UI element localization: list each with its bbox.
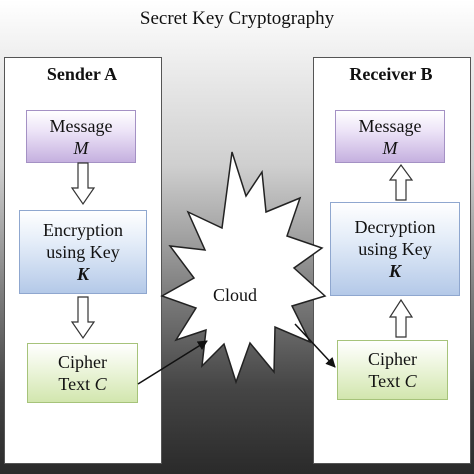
receiver-message-box: Message M [335, 110, 445, 163]
receiver-cipher-line2: Text C [368, 370, 416, 392]
arrow-cipher-to-cloud [137, 340, 208, 385]
diagram-title: Secret Key Cryptography [139, 8, 335, 29]
receiver-cipher-var: C [404, 371, 417, 391]
receiver-decryption-line1: Decryption [354, 217, 436, 237]
sender-encryption-box: Encryption using Key K [19, 210, 147, 294]
receiver-decryption-key: K [388, 261, 401, 281]
receiver-cipher-box: Cipher Text C [337, 340, 448, 400]
sender-encryption-line2: using Key [46, 242, 120, 262]
arrow-cloud-to-cipher [294, 323, 336, 368]
cloud-label: Cloud [213, 285, 258, 305]
sender-cipher-text: Text [58, 374, 95, 394]
sender-title: Sender A [46, 64, 118, 84]
sender-cipher-line1: Cipher [58, 352, 107, 372]
sender-cipher-line2: Text C [58, 373, 106, 395]
sender-cipher-var: C [94, 374, 107, 394]
sender-message-box: Message M [26, 110, 136, 163]
sender-cipher-box: Cipher Text C [27, 343, 138, 403]
receiver-arrow-cipher-to-decryption [388, 298, 414, 338]
sender-encryption-line1: Encryption [43, 220, 123, 240]
receiver-message-var: M [382, 137, 398, 158]
receiver-message-label: Message [358, 115, 422, 136]
receiver-decryption-line2: using Key [358, 239, 432, 259]
sender-encryption-key: K [76, 264, 89, 284]
receiver-cipher-text: Text [368, 371, 405, 391]
receiver-arrow-decryption-to-message [388, 163, 414, 201]
receiver-decryption-box: Decryption using Key K [330, 202, 460, 296]
receiver-cipher-line1: Cipher [368, 349, 417, 369]
sender-arrow-encryption-to-cipher [70, 296, 96, 340]
sender-arrow-message-to-encryption [70, 162, 96, 206]
sender-message-var: M [73, 137, 89, 158]
sender-message-label: Message [49, 115, 113, 136]
receiver-title: Receiver B [349, 64, 433, 84]
cloud-shape [160, 151, 327, 385]
